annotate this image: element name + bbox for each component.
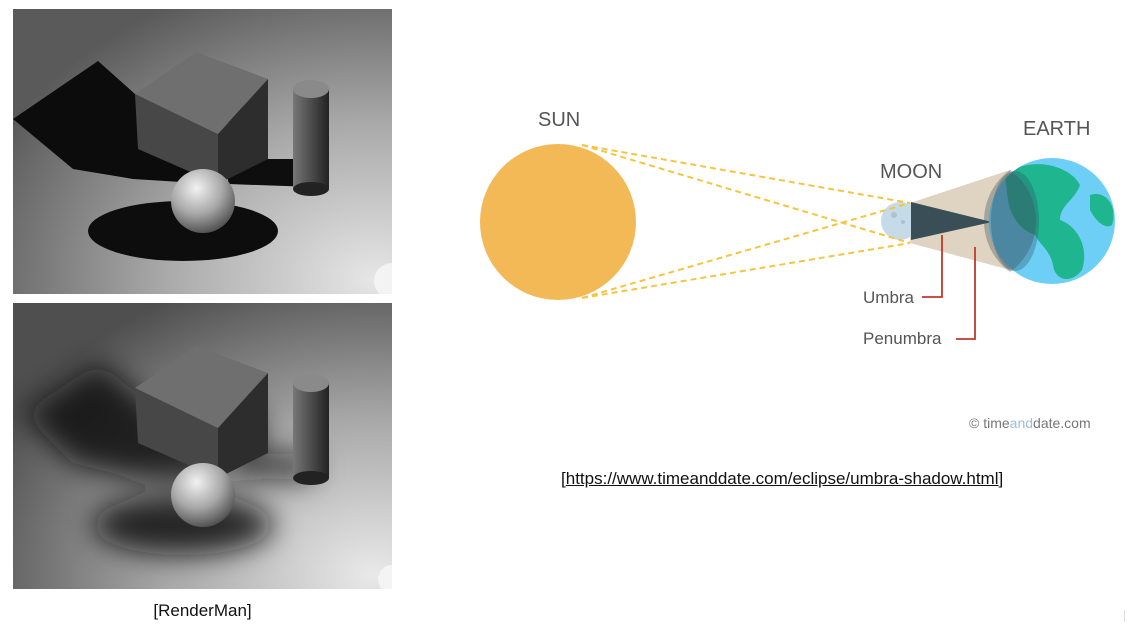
link-open-bracket: [ — [561, 469, 566, 488]
umbra-cone — [911, 202, 992, 240]
penumbra-label: Penumbra — [863, 329, 942, 348]
copyright-symbol: © — [969, 415, 980, 431]
eclipse-diagram: SUN MOON EARTH Umbra Penumbra — [470, 95, 1130, 445]
sun-rays — [581, 144, 911, 299]
earth-label: EARTH — [1023, 118, 1090, 140]
link-close-bracket: ] — [998, 469, 1004, 488]
source-link[interactable]: https://www.timeanddate.com/eclipse/umbr… — [565, 469, 999, 488]
credit-part1: time — [983, 415, 1010, 431]
penumbra-pointer — [956, 247, 976, 340]
credit-part2: and — [1009, 415, 1034, 431]
timeanddate-credit: © timeanddate.com — [969, 415, 1091, 431]
sun-label: SUN — [538, 109, 580, 131]
credit-part3: date.com — [1033, 415, 1091, 431]
earth — [983, 158, 1115, 284]
umbra-pointer — [922, 235, 943, 298]
moon-label: MOON — [880, 161, 942, 183]
renderman-caption: [RenderMan] — [153, 601, 252, 620]
source-link-caption: [https://www.timeanddate.com/eclipse/umb… — [561, 469, 1003, 489]
hard-shadow-render — [13, 9, 392, 294]
moon — [881, 202, 919, 240]
umbra-label: Umbra — [863, 288, 915, 307]
sun — [480, 144, 636, 300]
corner-divider — [1124, 610, 1132, 622]
soft-shadow-render — [13, 303, 392, 589]
